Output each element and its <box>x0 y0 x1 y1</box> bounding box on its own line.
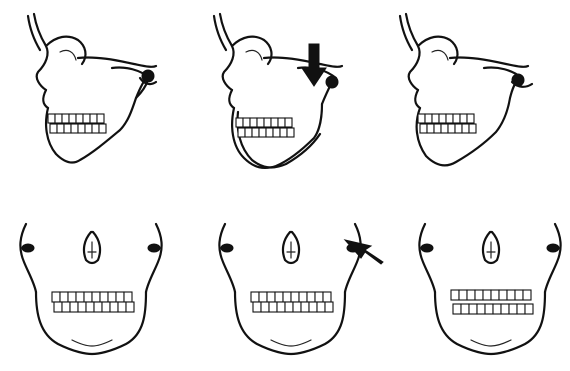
lateral-left-panel <box>28 14 156 162</box>
frontal-left-panel <box>20 224 161 354</box>
frontal-right-panel <box>419 224 560 354</box>
lateral-right-panel <box>400 14 532 165</box>
frontal-middle-panel <box>219 224 383 354</box>
lateral-middle-panel <box>214 14 342 168</box>
